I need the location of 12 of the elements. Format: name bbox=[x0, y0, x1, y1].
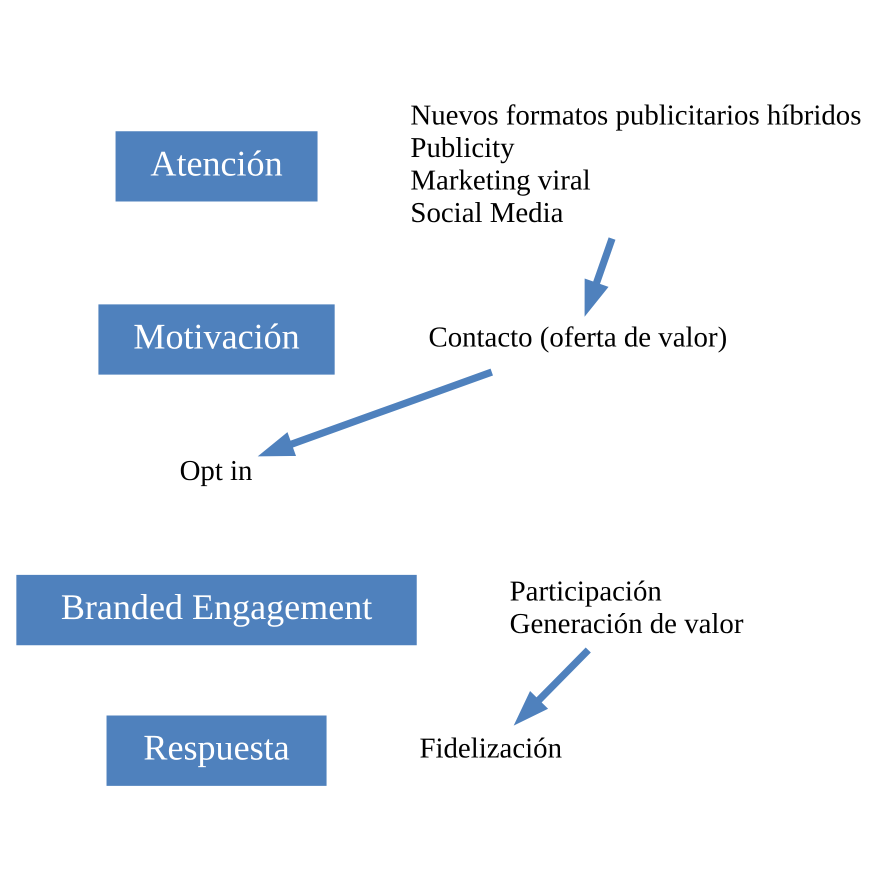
node-box: Branded Engagement bbox=[14, 572, 419, 646]
node-box: Atención bbox=[114, 128, 320, 203]
node-text: Fidelización bbox=[419, 732, 562, 764]
arrow bbox=[584, 236, 616, 316]
node-box: Motivación bbox=[96, 302, 336, 376]
node-text: Opt in bbox=[180, 454, 252, 486]
arrow bbox=[258, 368, 493, 456]
node-text: Nuevos formatos publicitarios híbridos Publicity Marketing viral Social Media bbox=[410, 99, 862, 228]
node-text: Participación Generación de valor bbox=[510, 575, 744, 640]
node-text: Contacto (oferta de valor) bbox=[428, 320, 728, 353]
node-box: Respuesta bbox=[104, 713, 328, 788]
arrow bbox=[514, 646, 591, 726]
